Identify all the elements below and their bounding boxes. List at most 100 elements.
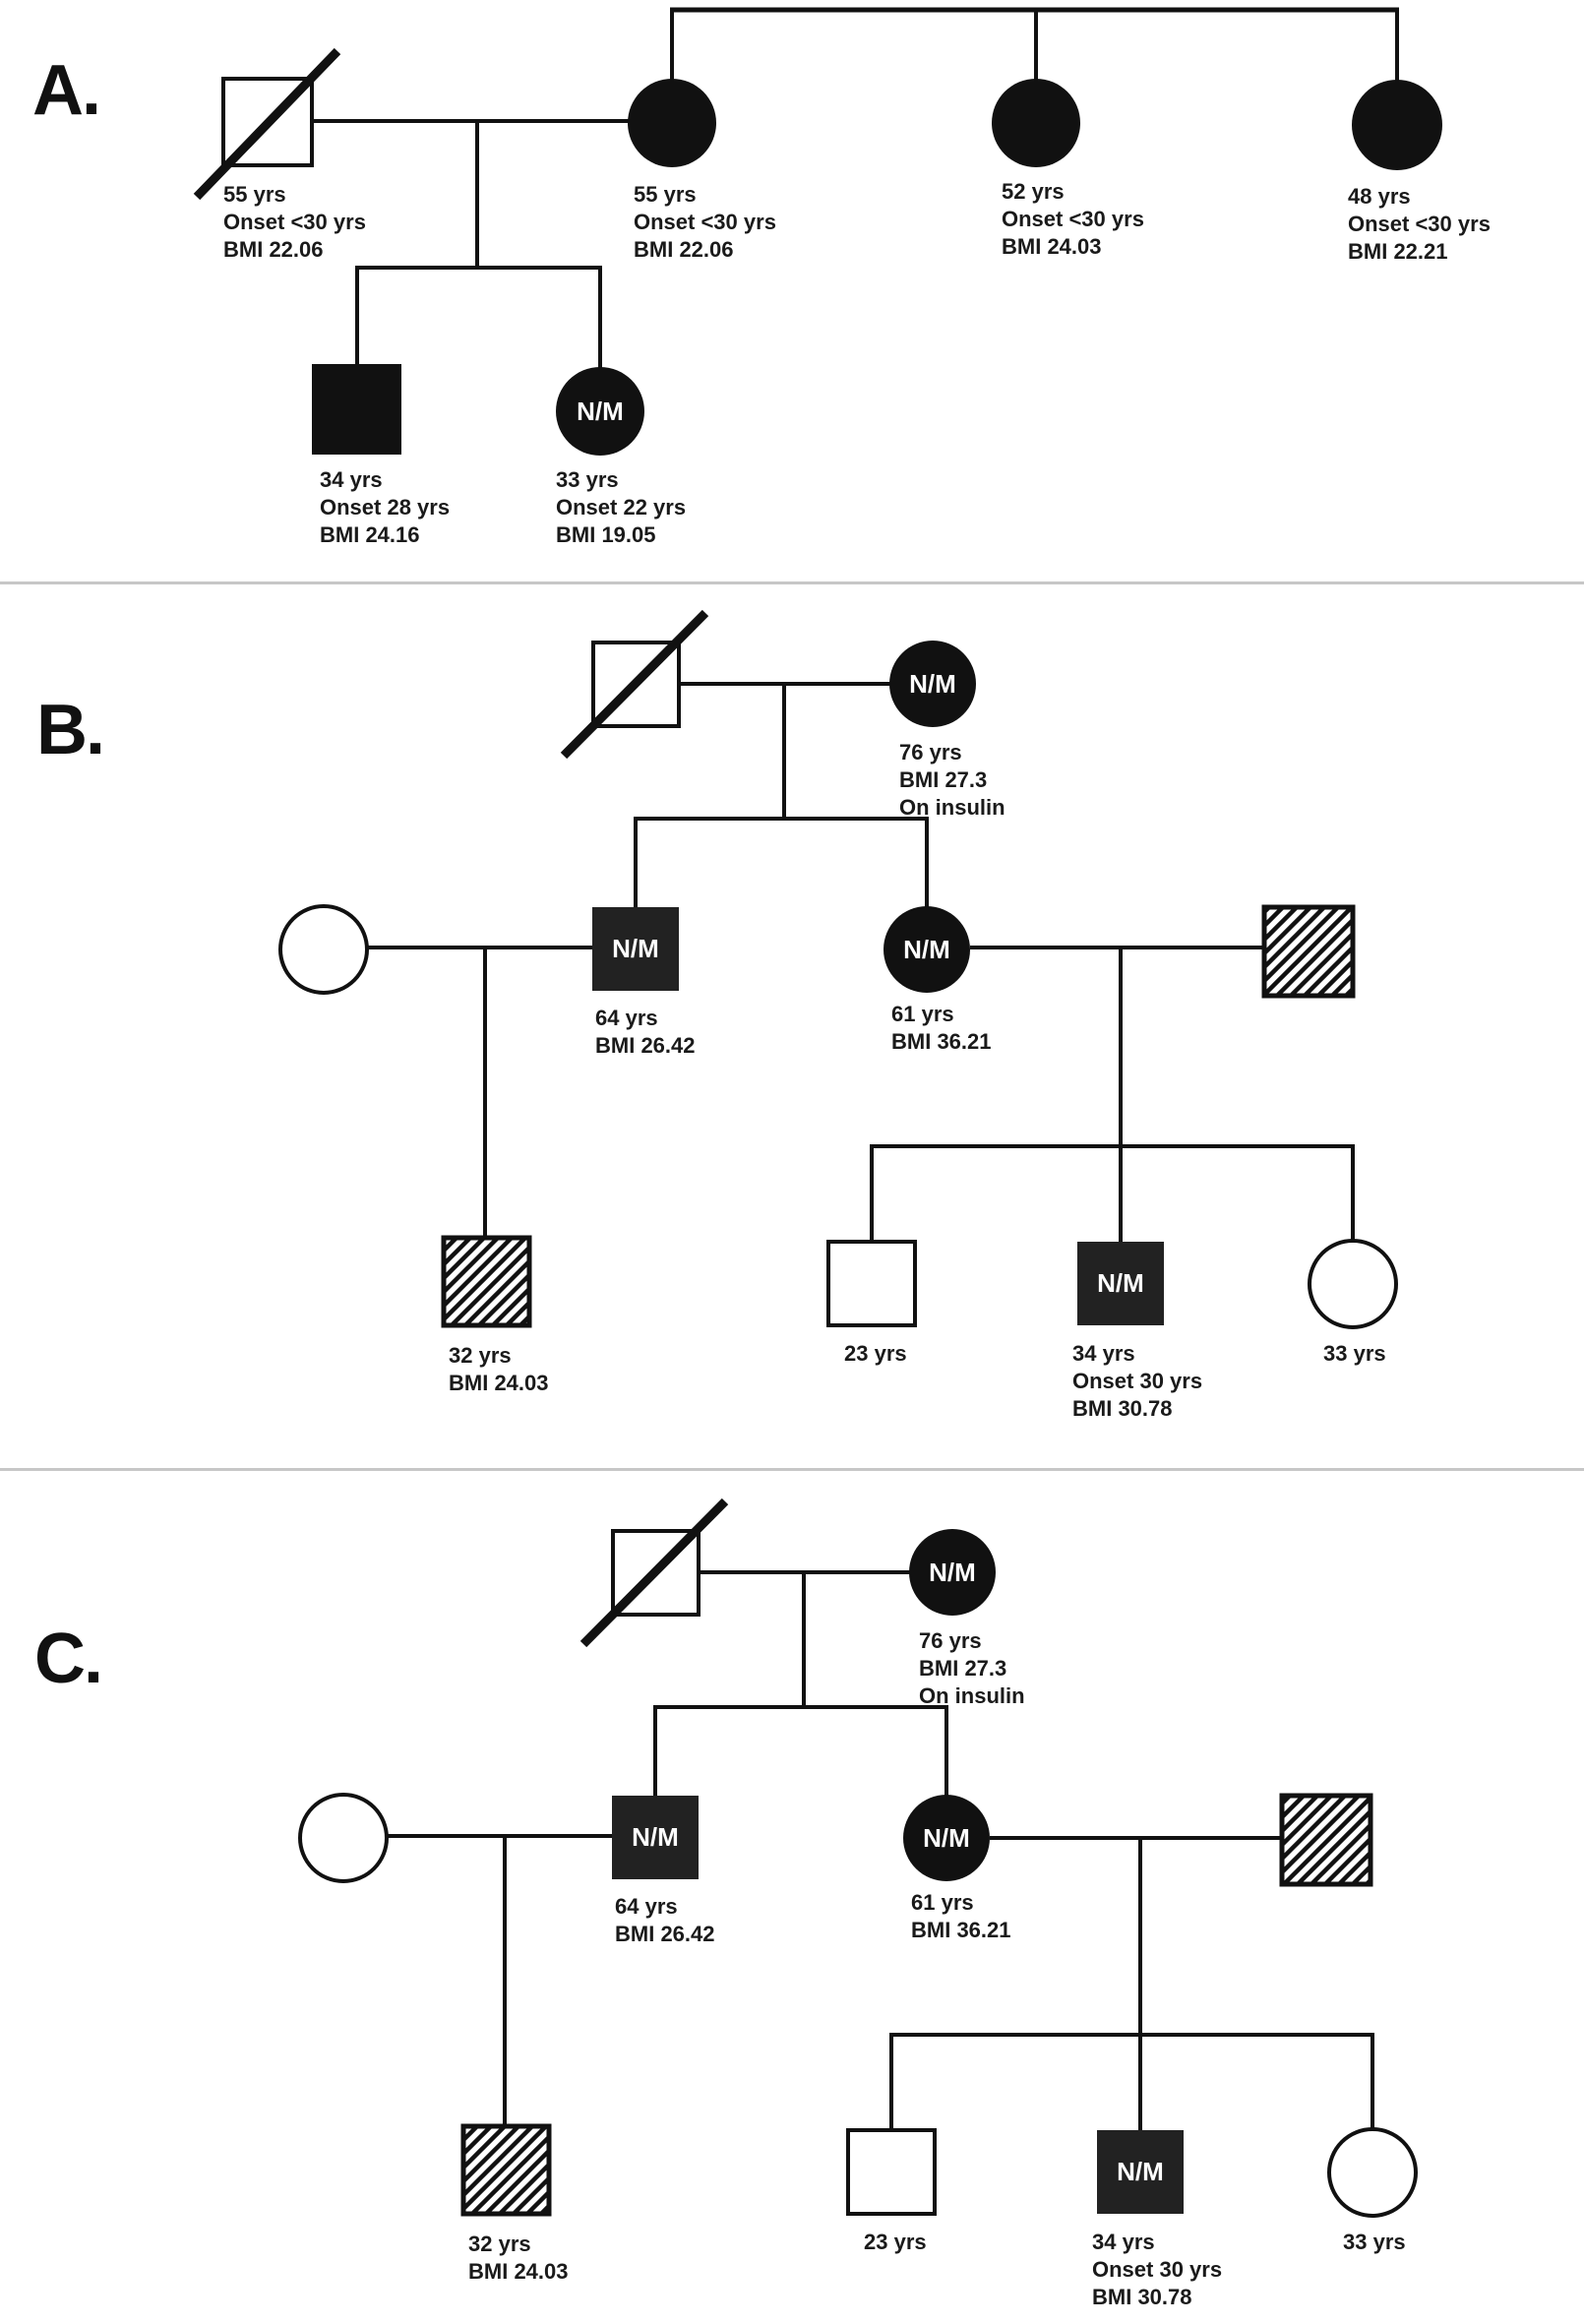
label-line: Onset <30 yrs	[223, 210, 366, 234]
panel-c-symbols	[298, 1498, 1418, 2218]
panel-b-relationship-lines	[367, 682, 1355, 1244]
label-line: BMI 30.78	[1092, 2285, 1192, 2309]
label-line: Onset <30 yrs	[1002, 207, 1144, 231]
person-label-grandson-23: 23 yrs	[844, 1340, 907, 1368]
label-line: BMI 22.06	[223, 237, 324, 262]
symbol-carrier-male	[441, 1235, 532, 1328]
person-label-grandmother: 76 yrs BMI 27.3 On insulin	[919, 1627, 1025, 1710]
symbol-unaffected-female	[1327, 2127, 1418, 2218]
label-line: 76 yrs	[919, 1628, 982, 1653]
label-line: 33 yrs	[1323, 1341, 1386, 1366]
label-line: BMI 24.03	[1002, 234, 1102, 259]
label-line: 32 yrs	[449, 1343, 512, 1368]
label-line: 64 yrs	[615, 1894, 678, 1919]
symbol-unaffected-female	[298, 1793, 389, 1883]
label-line: Onset 28 yrs	[320, 495, 451, 520]
deceased-slash-icon	[579, 1498, 729, 1648]
label-line: BMI 24.03	[468, 2259, 569, 2284]
symbol-affected-male	[1097, 2130, 1184, 2214]
symbol-affected-female	[556, 367, 644, 456]
person-label-aunt-52: 52 yrs Onset <30 yrs BMI 24.03	[1002, 178, 1144, 261]
symbol-affected-male	[592, 907, 679, 991]
symbol-carrier-male	[1279, 1793, 1373, 1887]
person-label-granddaughter-33: 33 yrs	[1323, 1340, 1386, 1368]
symbol-affected-female	[1352, 80, 1442, 170]
label-line: BMI 19.05	[556, 522, 656, 547]
panel-a-label: A.	[32, 51, 101, 130]
label-line: 55 yrs	[223, 182, 286, 207]
person-label-son-64: 64 yrs BMI 26.42	[615, 1893, 715, 1948]
symbol-affected-female	[909, 1529, 996, 1616]
symbol-carrier-male	[460, 2123, 552, 2217]
label-line: 34 yrs	[320, 467, 383, 492]
deceased-slash-icon	[193, 47, 341, 201]
label-line: 23 yrs	[864, 2230, 927, 2254]
person-label-granddaughter-33: 33 yrs	[1343, 2229, 1406, 2256]
deceased-slash-icon	[560, 609, 709, 760]
label-line: Onset <30 yrs	[1348, 212, 1491, 236]
panel-b-symbols	[278, 609, 1398, 1329]
label-line: Onset 22 yrs	[556, 495, 687, 520]
label-line: 33 yrs	[556, 467, 619, 492]
label-line: 61 yrs	[911, 1890, 974, 1915]
symbol-affected-female	[992, 79, 1080, 167]
panel-divider	[0, 581, 1584, 584]
symbol-unaffected-male	[826, 1240, 917, 1327]
label-line: BMI 30.78	[1072, 1396, 1173, 1421]
label-line: BMI 26.42	[595, 1033, 696, 1058]
panel-divider	[0, 1468, 1584, 1471]
symbol-affected-female	[889, 641, 976, 727]
panel-a-symbols	[193, 47, 1442, 456]
label-line: 33 yrs	[1343, 2230, 1406, 2254]
symbol-affected-female	[883, 906, 970, 993]
label-line: BMI 24.16	[320, 522, 420, 547]
label-line: BMI 24.03	[449, 1371, 549, 1395]
label-line: On insulin	[919, 1683, 1025, 1708]
label-line: 32 yrs	[468, 2232, 531, 2256]
label-line: 23 yrs	[844, 1341, 907, 1366]
label-line: 55 yrs	[634, 182, 697, 207]
label-line: 52 yrs	[1002, 179, 1065, 204]
symbol-unaffected-male	[846, 2128, 937, 2216]
person-label-grandson-32: 32 yrs BMI 24.03	[449, 1342, 549, 1397]
panel-c-label: C.	[34, 1620, 103, 1698]
person-label-mother: 55 yrs Onset <30 yrs BMI 22.06	[634, 181, 776, 264]
label-line: BMI 26.42	[615, 1922, 715, 1946]
person-label-grandson-32: 32 yrs BMI 24.03	[468, 2231, 569, 2286]
panel-a-relationship-lines	[312, 7, 1399, 370]
label-line: BMI 36.21	[891, 1029, 992, 1054]
person-label-grandmother: 76 yrs BMI 27.3 On insulin	[899, 739, 1005, 822]
person-label-father: 55 yrs Onset <30 yrs BMI 22.06	[223, 181, 366, 264]
person-label-daughter: 33 yrs Onset 22 yrs BMI 19.05	[556, 466, 686, 549]
person-label-grandson-34: 34 yrs Onset 30 yrs BMI 30.78	[1092, 2229, 1222, 2311]
panel-c-relationship-lines	[387, 1570, 1374, 2132]
person-label-grandson-34: 34 yrs Onset 30 yrs BMI 30.78	[1072, 1340, 1202, 1423]
symbol-unaffected-female	[1308, 1239, 1398, 1329]
label-line: BMI 27.3	[919, 1656, 1007, 1681]
label-line: BMI 27.3	[899, 767, 988, 792]
person-label-aunt-48: 48 yrs Onset <30 yrs BMI 22.21	[1348, 183, 1491, 266]
symbol-affected-female	[903, 1795, 990, 1881]
person-label-daughter-61: 61 yrs BMI 36.21	[891, 1001, 992, 1056]
symbol-affected-female	[628, 79, 716, 167]
panel-b-label: B.	[36, 691, 105, 769]
person-label-son-64: 64 yrs BMI 26.42	[595, 1005, 696, 1060]
label-line: 61 yrs	[891, 1002, 954, 1026]
label-line: 48 yrs	[1348, 184, 1411, 209]
symbol-carrier-male	[1261, 904, 1356, 999]
symbol-affected-male	[612, 1796, 699, 1879]
label-line: BMI 22.06	[634, 237, 734, 262]
label-line: BMI 22.21	[1348, 239, 1448, 264]
label-line: On insulin	[899, 795, 1005, 820]
label-line: 76 yrs	[899, 740, 962, 764]
person-label-son: 34 yrs Onset 28 yrs BMI 24.16	[320, 466, 450, 549]
person-label-daughter-61: 61 yrs BMI 36.21	[911, 1889, 1011, 1944]
symbol-affected-male	[1077, 1242, 1164, 1325]
label-line: Onset <30 yrs	[634, 210, 776, 234]
label-line: Onset 30 yrs	[1092, 2257, 1223, 2282]
person-label-grandson-23: 23 yrs	[864, 2229, 927, 2256]
label-line: 34 yrs	[1072, 1341, 1135, 1366]
label-line: BMI 36.21	[911, 1918, 1011, 1942]
